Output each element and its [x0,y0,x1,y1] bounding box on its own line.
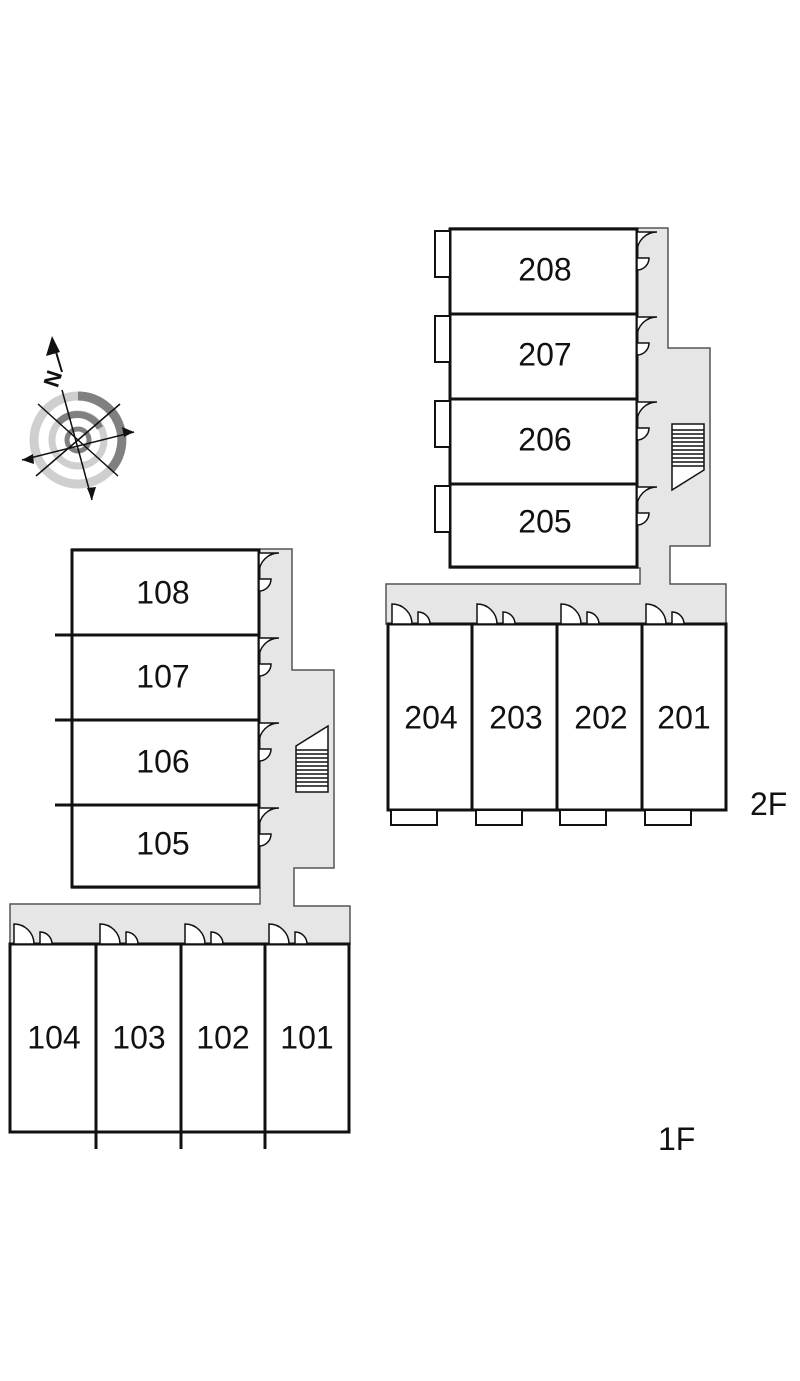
unit-label-201: 201 [657,699,710,735]
unit-101 [263,942,351,1134]
door-icon [258,552,280,592]
balcony-208 [434,230,451,278]
unit-label-208: 208 [518,251,571,287]
staircase-1f [295,724,329,793]
unit-105 [70,803,261,889]
staircase-2f [671,423,705,492]
unit-label-105: 105 [136,825,189,861]
door-icon [258,722,280,762]
unit-208 [448,227,639,316]
unit-201 [640,622,728,812]
unit-206 [448,397,639,486]
door-icon [476,603,516,625]
unit-label-203: 203 [489,699,542,735]
unit-label-206: 206 [518,421,571,457]
door-icon [636,316,658,356]
floor-1-plan: 108 107 106 105 104 103 102 101 1F [8,548,695,1157]
balcony-207 [434,315,451,363]
unit-label-103: 103 [112,1019,165,1055]
unit-label-202: 202 [574,699,627,735]
unit-label-207: 207 [518,336,571,372]
floor-label-2f: 2F [750,786,787,822]
unit-106 [70,718,261,807]
door-icon [560,603,600,625]
unit-label-102: 102 [196,1019,249,1055]
door-icon [636,401,658,441]
compass-rose-icon [21,336,135,501]
door-icon [13,923,53,945]
balcony-202 [559,809,607,826]
door-icon [258,637,280,677]
door-icon [645,603,685,625]
door-icon [258,807,280,847]
floor-label-1f: 1F [658,1121,695,1157]
door-icon [184,923,224,945]
door-icon [636,231,658,271]
unit-label-204: 204 [404,699,457,735]
door-icon [268,923,308,945]
balcony-206 [434,400,451,448]
unit-103 [94,942,183,1134]
unit-label-106: 106 [136,743,189,779]
balcony-201 [644,809,692,826]
balcony-205 [434,485,451,533]
floor-2-plan: 208 207 206 205 204 203 202 201 2F [385,227,787,826]
door-icon [636,486,658,526]
balcony-204 [390,809,438,826]
unit-202 [555,622,644,812]
door-icon [391,603,431,625]
compass-north-letter: N [39,367,68,390]
unit-label-101: 101 [280,1019,333,1055]
unit-207 [448,312,639,401]
unit-label-108: 108 [136,574,189,610]
balcony-203 [475,809,523,826]
unit-107 [70,633,261,722]
door-icon [99,923,139,945]
unit-label-205: 205 [518,503,571,539]
unit-label-104: 104 [27,1019,80,1055]
unit-label-107: 107 [136,658,189,694]
